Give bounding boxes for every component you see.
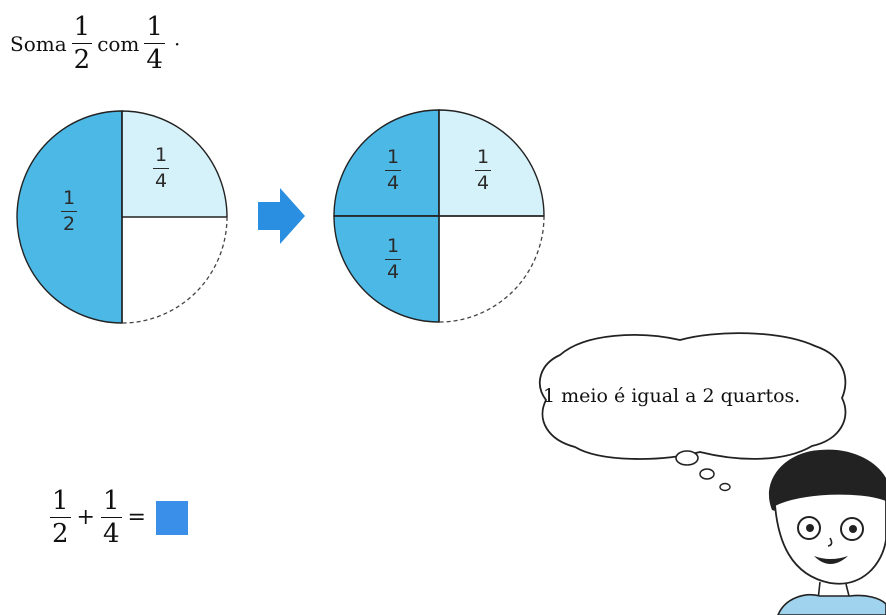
- circle-after-quarter-top-right-label: 1 4: [475, 146, 492, 194]
- circle-after: [333, 109, 545, 323]
- equation: 1 2 + 1 4 =: [50, 488, 188, 547]
- circle-before-quarter-label: 1 4: [153, 144, 170, 192]
- circle-before-half-slice: [16, 110, 123, 324]
- equation-fraction-quarter: 1 4: [100, 486, 122, 549]
- thought-dot-small: [719, 482, 731, 492]
- circle-after-quarter-top-right: [438, 109, 545, 217]
- prompt-fraction-half: 1 2: [71, 12, 93, 75]
- thought-dot-large: [675, 450, 699, 466]
- circle-before-half-label: 1 2: [61, 187, 78, 235]
- equation-fraction-half: 1 2: [50, 486, 71, 549]
- prompt-prefix: Soma: [10, 31, 67, 56]
- child-mouth: [814, 556, 848, 564]
- thought-cloud: [538, 332, 847, 460]
- prompt-fraction-quarter: 1 4: [144, 12, 165, 75]
- prompt-suffix: ·: [173, 31, 181, 56]
- circle-before-empty-slice: [121, 216, 228, 324]
- prompt-middle: com: [97, 31, 140, 56]
- circle-after-empty-slice: [438, 215, 545, 323]
- equation-plus: +: [76, 505, 95, 530]
- thought-bubble-text: 1 meio é igual a 2 quartos.: [543, 385, 801, 407]
- circle-after-quarter-bottom-left: [333, 215, 440, 323]
- child-left-pupil: [806, 524, 814, 532]
- circle-after-quarter-top-left: [333, 109, 440, 217]
- answer-box[interactable]: [155, 500, 188, 535]
- circle-before-quarter-slice: [121, 110, 228, 218]
- circle-after-quarter-bottom-left-label: 1 4: [385, 235, 402, 283]
- right-arrow-icon: [258, 188, 305, 244]
- child-nose: [827, 537, 833, 547]
- circle-before: [16, 110, 228, 324]
- child-character: [768, 449, 886, 615]
- child-right-pupil: [849, 525, 857, 533]
- circle-after-quarter-top-left-label: 1 4: [385, 146, 402, 194]
- thought-dot-medium: [699, 468, 715, 480]
- thought-bubble: [538, 332, 847, 492]
- child-shirt: [777, 594, 886, 615]
- prompt-text: Soma 1 2 com 1 4 ·: [10, 14, 180, 73]
- equation-equals: =: [127, 505, 146, 530]
